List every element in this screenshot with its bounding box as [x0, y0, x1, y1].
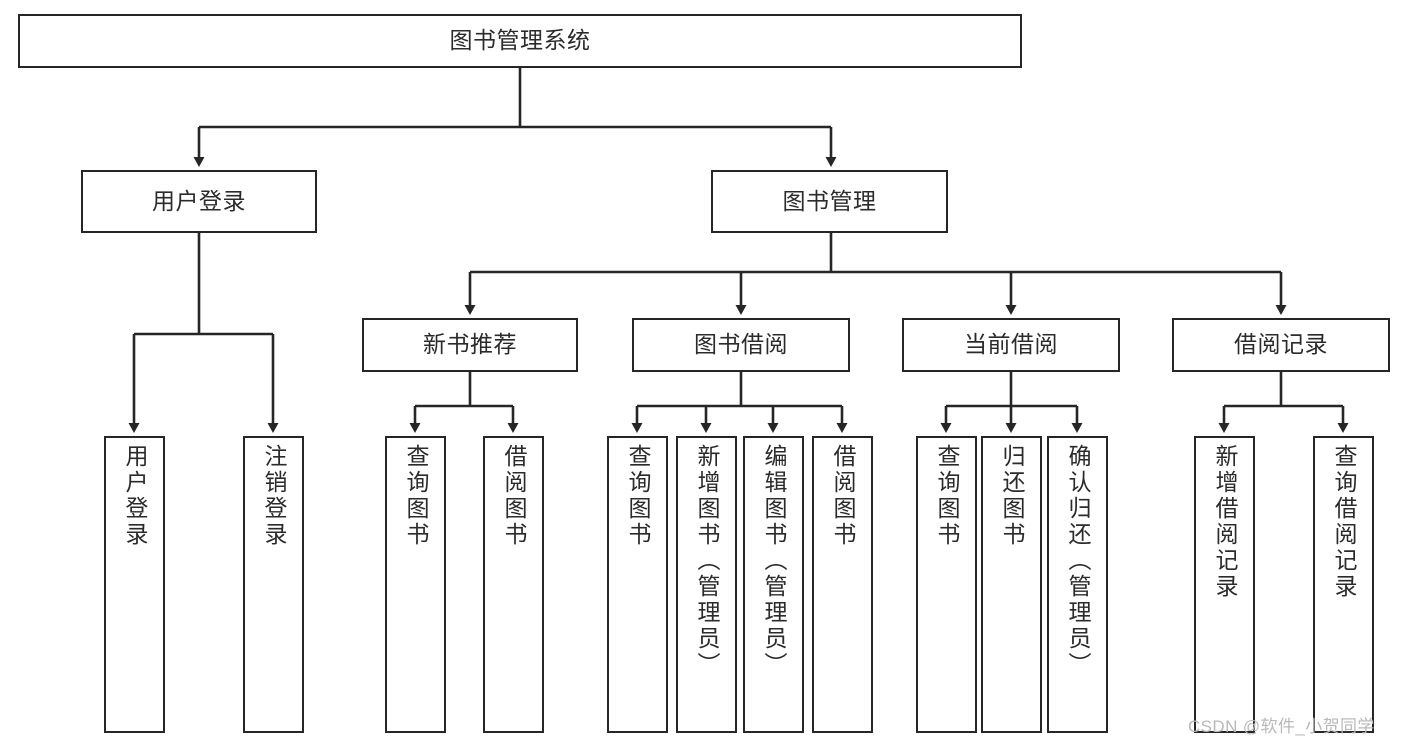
leaf-user-login-logout[interactable]: 注销登录 — [243, 436, 304, 733]
leaf-user-login-login[interactable]: 用户登录 — [104, 436, 165, 733]
node-label: 当前借阅 — [964, 331, 1058, 358]
node-label: 注销登录 — [261, 444, 287, 548]
leaf-book-borrow-query[interactable]: 查询图书 — [607, 436, 668, 733]
leaf-new-book-query[interactable]: 查询图书 — [385, 436, 446, 733]
csdn-watermark: CSDN @软件_小贺同学 — [1188, 717, 1375, 736]
node-label: 图书管理系统 — [449, 27, 591, 54]
node-label: 借阅记录 — [1234, 331, 1328, 358]
node-label: 查询借阅记录 — [1331, 444, 1357, 600]
node-label: 用户登录 — [152, 187, 246, 214]
leaf-borrow-record-add[interactable]: 新增借阅记录 — [1194, 436, 1255, 733]
node-label: 编辑图书（管理员） — [761, 444, 787, 678]
leaf-book-borrow-edit-admin[interactable]: 编辑图书（管理员） — [743, 436, 804, 733]
node-label: 新增图书（管理员） — [694, 444, 720, 678]
node-label: 图书借阅 — [694, 331, 788, 358]
node-label: 新书推荐 — [423, 331, 517, 358]
node-label: 借阅图书 — [830, 444, 856, 548]
node-label: 查询图书 — [934, 444, 960, 548]
node-label: 归还图书 — [999, 444, 1025, 548]
node-new-book-recommend[interactable]: 新书推荐 — [362, 318, 578, 372]
node-book-management[interactable]: 图书管理 — [711, 170, 948, 233]
node-label: 确认归还（管理员） — [1065, 444, 1091, 678]
leaf-new-book-borrow[interactable]: 借阅图书 — [483, 436, 544, 733]
leaf-book-borrow-borrow[interactable]: 借阅图书 — [812, 436, 873, 733]
node-label: 新增借阅记录 — [1212, 444, 1238, 600]
leaf-borrow-record-query[interactable]: 查询借阅记录 — [1313, 436, 1374, 733]
node-label: 查询图书 — [625, 444, 651, 548]
node-label: 用户登录 — [122, 444, 148, 548]
node-root-book-management-system[interactable]: 图书管理系统 — [18, 14, 1022, 68]
node-label: 图书管理 — [782, 187, 877, 214]
leaf-current-borrow-query[interactable]: 查询图书 — [916, 436, 977, 733]
leaf-current-borrow-return[interactable]: 归还图书 — [981, 436, 1042, 733]
node-user-login[interactable]: 用户登录 — [81, 170, 317, 233]
node-borrow-record[interactable]: 借阅记录 — [1172, 318, 1390, 372]
node-current-borrow[interactable]: 当前借阅 — [902, 318, 1120, 372]
node-label: 查询图书 — [403, 444, 429, 548]
node-label: 借阅图书 — [501, 444, 527, 548]
leaf-book-borrow-add-admin[interactable]: 新增图书（管理员） — [676, 436, 737, 733]
leaf-current-borrow-confirm-admin[interactable]: 确认归还（管理员） — [1047, 436, 1108, 733]
node-book-borrow[interactable]: 图书借阅 — [632, 318, 850, 372]
